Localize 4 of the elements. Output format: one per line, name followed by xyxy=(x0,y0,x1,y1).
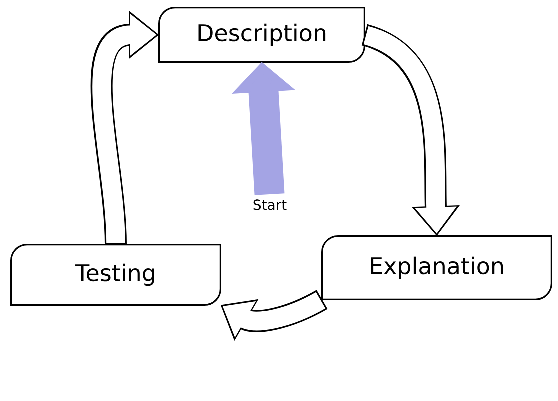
process-box: Description xyxy=(158,7,366,63)
process-box: Explanation xyxy=(322,235,552,300)
process-box: Testing xyxy=(10,244,222,306)
start-label: Start xyxy=(254,200,287,210)
